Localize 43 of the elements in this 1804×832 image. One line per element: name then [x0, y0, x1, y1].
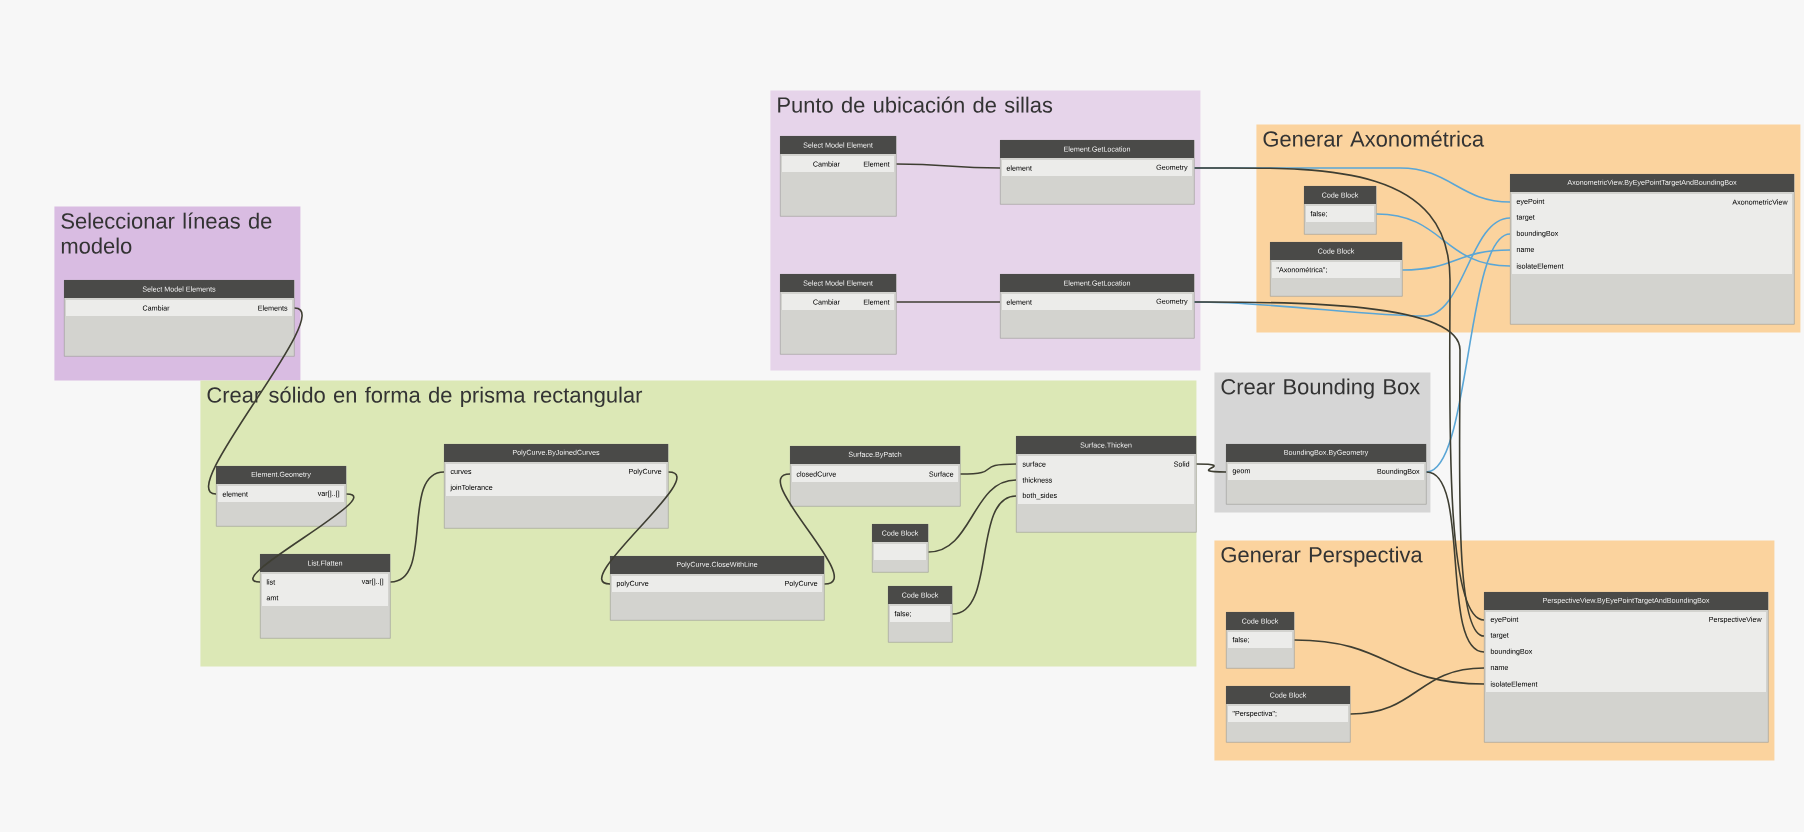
- group-title: Punto de ubicación de sillas: [778, 96, 1053, 113]
- wire: [927, 479, 1017, 553]
- group-title: Generar Axonométrica: [1263, 130, 1485, 147]
- wire: [1293, 639, 1485, 685]
- group-title: Seleccionar líneas de modelo: [61, 212, 272, 254]
- wire: [1193, 301, 1485, 637]
- wire: [951, 495, 1017, 615]
- dynamo-node: [610, 556, 825, 621]
- wire: [1349, 667, 1485, 715]
- wire: [779, 473, 836, 585]
- dynamo-node: [260, 554, 391, 639]
- dynamo-node: [780, 274, 897, 355]
- wire: [895, 301, 1001, 303]
- dynamo-node: [1000, 274, 1195, 339]
- dynamo-node: [444, 444, 669, 529]
- wire: [208, 307, 303, 495]
- wire: [1195, 463, 1227, 473]
- dynamo-node: [1226, 444, 1427, 505]
- wire: [895, 163, 1001, 169]
- dynamo-node: [1510, 174, 1795, 325]
- dynamo-node: [1000, 140, 1195, 205]
- dynamo-node: [1226, 612, 1295, 669]
- dynamo-node: [64, 280, 295, 357]
- dynamo-node: [216, 466, 347, 527]
- dynamo-node: [1226, 686, 1351, 743]
- group-title: Crear Bounding Box: [1221, 378, 1420, 399]
- wire: [1375, 213, 1511, 267]
- group-title: Generar Perspectiva: [1221, 546, 1423, 567]
- dynamo-node: [1484, 592, 1769, 743]
- dynamo-node: [1270, 242, 1403, 297]
- dynamo-node: [1304, 186, 1377, 235]
- group-title: Crear sólido en forma de prisma rectangular: [207, 386, 643, 408]
- dynamo-node: [780, 136, 897, 217]
- wire: [389, 471, 445, 583]
- dynamo-node: [1016, 436, 1197, 533]
- wire: [1193, 167, 1485, 621]
- dynamo-node: [888, 586, 953, 643]
- dynamo-node: [790, 446, 961, 507]
- wire: [959, 463, 1017, 475]
- wire: [1425, 233, 1511, 473]
- dynamo-node: [872, 524, 929, 573]
- wire: [1425, 471, 1485, 653]
- wire: [1401, 249, 1511, 271]
